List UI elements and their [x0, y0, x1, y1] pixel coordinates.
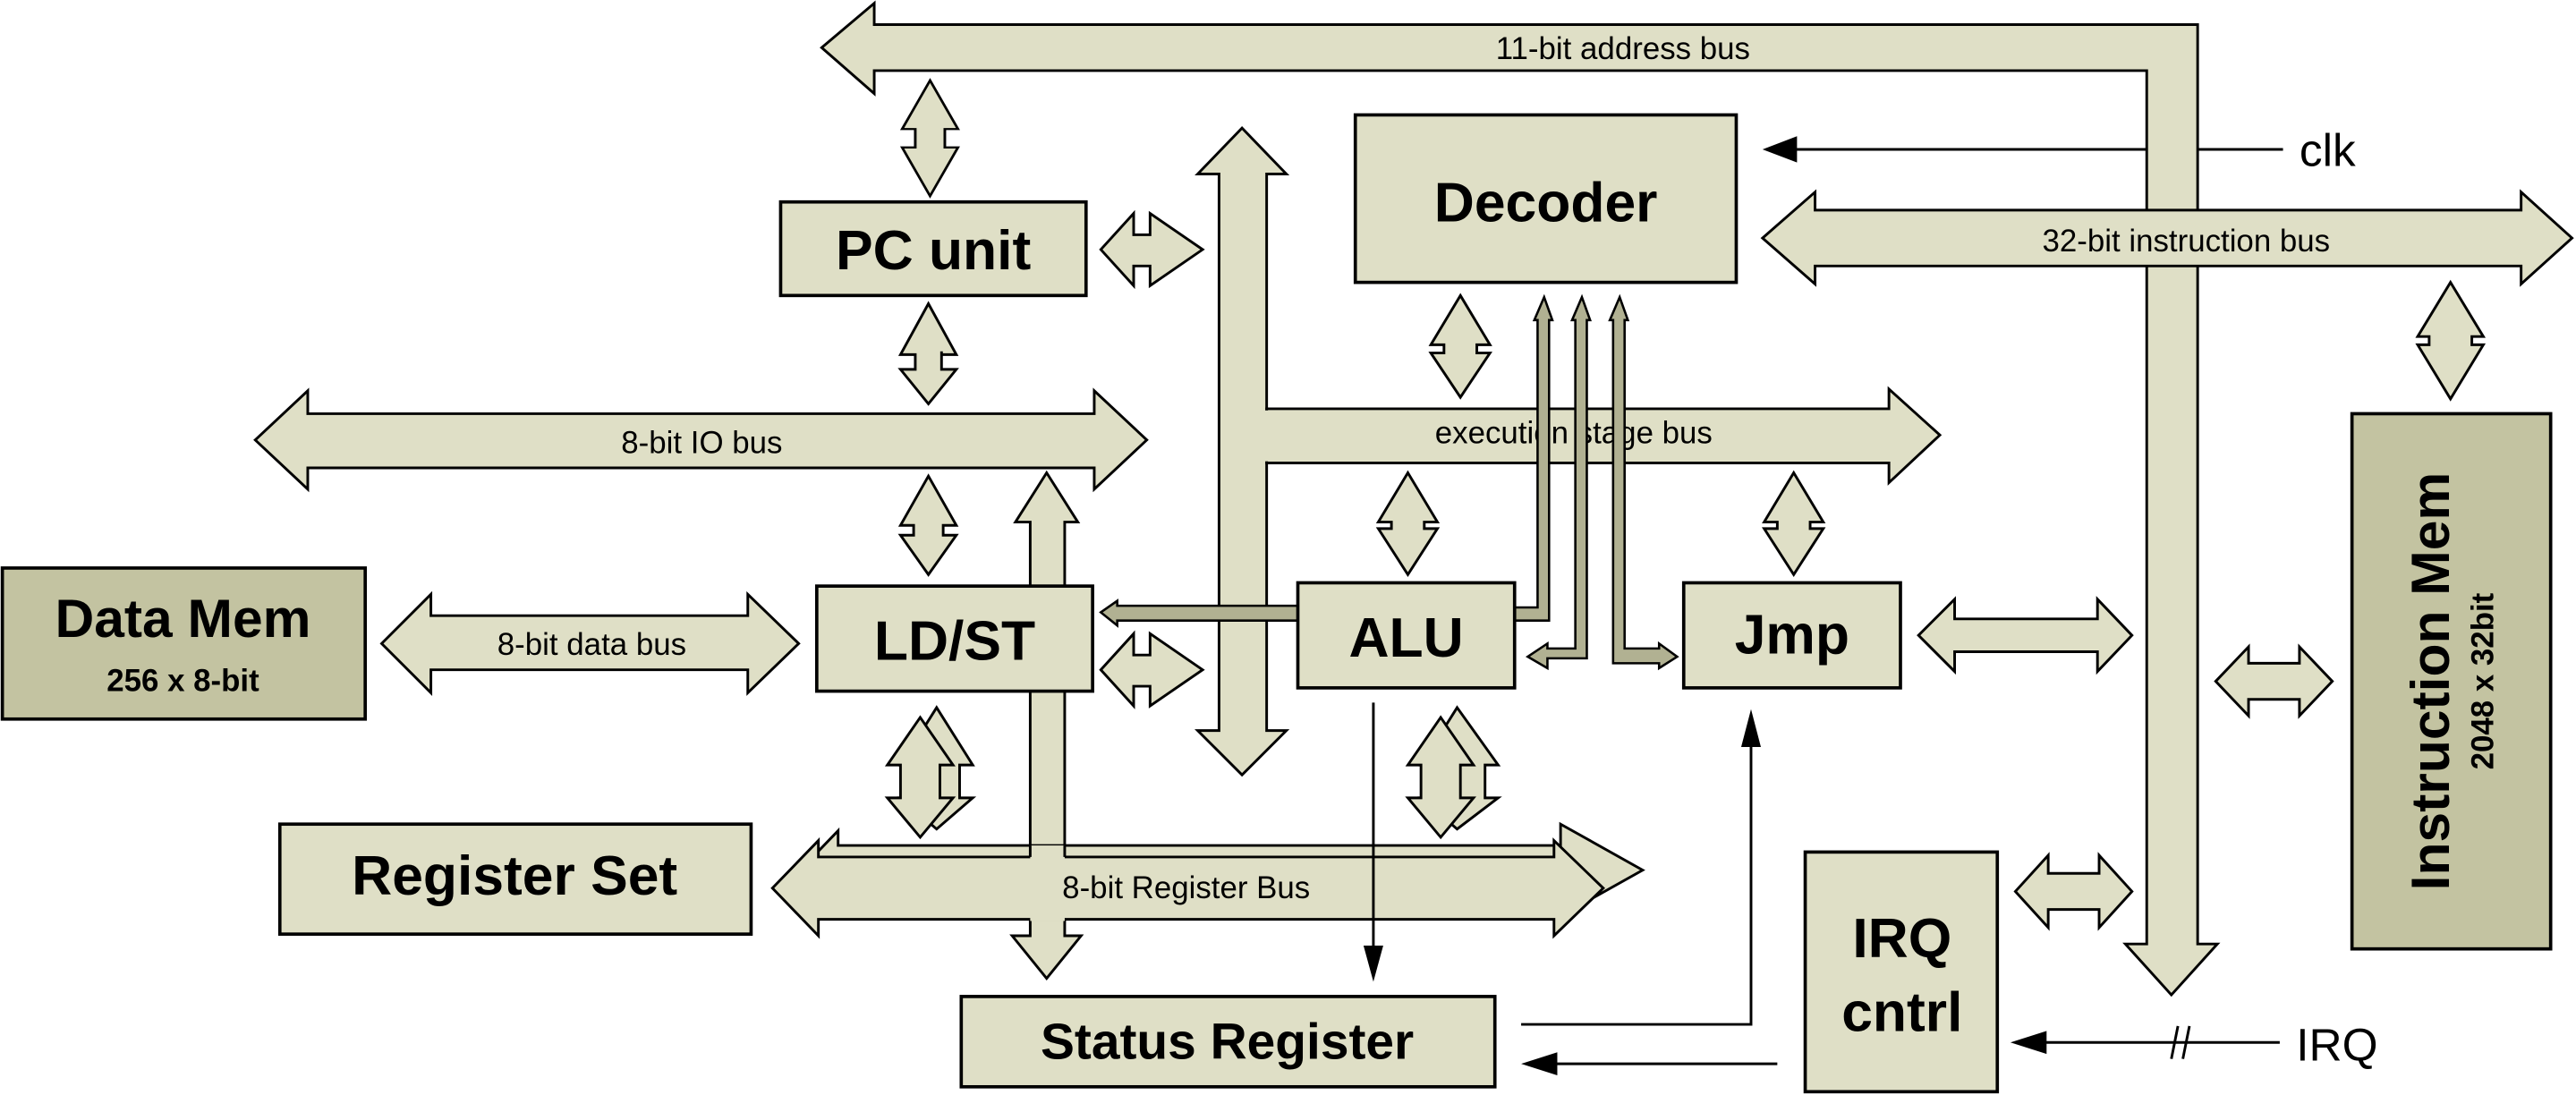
status-jmp-wire	[1521, 738, 1753, 1026]
address-bus	[820, 0, 2221, 997]
alu-reg-connector	[1405, 715, 1476, 840]
irq-input-label: IRQ	[2296, 1018, 2377, 1070]
instruction-mem-label: Instruction Mem	[2400, 472, 2461, 891]
clk-arrowhead	[1762, 136, 1798, 163]
instr-mem-connector	[2415, 279, 2487, 402]
data-bus	[379, 590, 801, 696]
decoder-exec-connector	[1428, 293, 1492, 400]
pc-unit-label: PC unit	[836, 220, 1032, 282]
io-bus	[253, 387, 1149, 493]
register-bus	[770, 836, 1605, 939]
exec-jmp-connector	[1761, 470, 1826, 577]
irq-status-arrowhead	[1521, 1052, 1558, 1075]
register-set-block	[277, 822, 753, 936]
bus-join-fill	[1256, 410, 1271, 462]
instruction-mem-size: 2048 x 32bit	[2465, 592, 2500, 769]
io-bus-label: 8-bit IO bus	[621, 425, 782, 460]
alu-status-arrowhead	[1363, 946, 1383, 982]
irq-cntrl-block	[1803, 850, 2000, 1094]
addr-instrmem-connector	[2214, 643, 2334, 719]
io-ldst-connector	[897, 473, 959, 577]
irq-addr-connector	[2013, 852, 2134, 931]
instruction-bus	[1760, 189, 2574, 287]
decoder-block	[1353, 113, 1739, 284]
decoder-label: Decoder	[1434, 173, 1658, 234]
pc-unit-block	[778, 199, 1088, 298]
ldst-block	[814, 584, 1094, 693]
execution-stage-bus	[1265, 386, 1943, 486]
execution-bus-label: execution stage bus	[1435, 415, 1713, 450]
data-mem-block	[0, 566, 368, 721]
status-jmp-arrowhead	[1740, 709, 1762, 747]
irq-bus-width-mark-2	[2181, 1025, 2191, 1059]
pc-io-connector	[897, 301, 959, 406]
jmp-label: Jmp	[1735, 604, 1849, 666]
jmp-decoder-feedback	[1608, 293, 1679, 671]
exec-alu-connector	[1375, 470, 1441, 577]
bus-overlap-fill	[1030, 845, 1065, 921]
ldst-reg-connector	[884, 715, 956, 840]
jmp-addr-connector	[1917, 596, 2134, 675]
alu-label: ALU	[1349, 607, 1464, 669]
ldst-exec-connector	[1099, 630, 1205, 709]
irq-cntrl-label-1: IRQ	[1852, 908, 1951, 970]
data-mem-label: Data Mem	[55, 588, 310, 649]
ldst-label: LD/ST	[874, 611, 1035, 673]
data-bus-label: 8-bit data bus	[497, 627, 686, 662]
alu-block	[1296, 581, 1517, 690]
status-register-label: Status Register	[1041, 1014, 1414, 1071]
register-set-label: Register Set	[352, 845, 677, 907]
address-bus-label: 11-bit address bus	[1496, 31, 1750, 66]
alu-ldst-arrow	[1099, 598, 1299, 628]
register-bus-label: 8-bit Register Bus	[1062, 870, 1310, 905]
alu-decoder-feedback-2	[1525, 293, 1592, 671]
clk-label: clk	[2300, 123, 2356, 175]
instruction-mem-block	[2350, 412, 2553, 951]
irq-cntrl-label-2: cntrl	[1841, 981, 1962, 1043]
irq-input-arrowhead	[2010, 1031, 2047, 1055]
addr-pc-connector	[899, 78, 960, 199]
status-register-block	[959, 995, 1497, 1089]
irq-bus-width-mark-1	[2170, 1025, 2180, 1059]
pc-exec-connector	[1099, 209, 1205, 290]
instruction-bus-label: 32-bit instruction bus	[2042, 224, 2330, 259]
data-mem-size: 256 x 8-bit	[106, 664, 259, 699]
jmp-block	[1681, 581, 1902, 690]
